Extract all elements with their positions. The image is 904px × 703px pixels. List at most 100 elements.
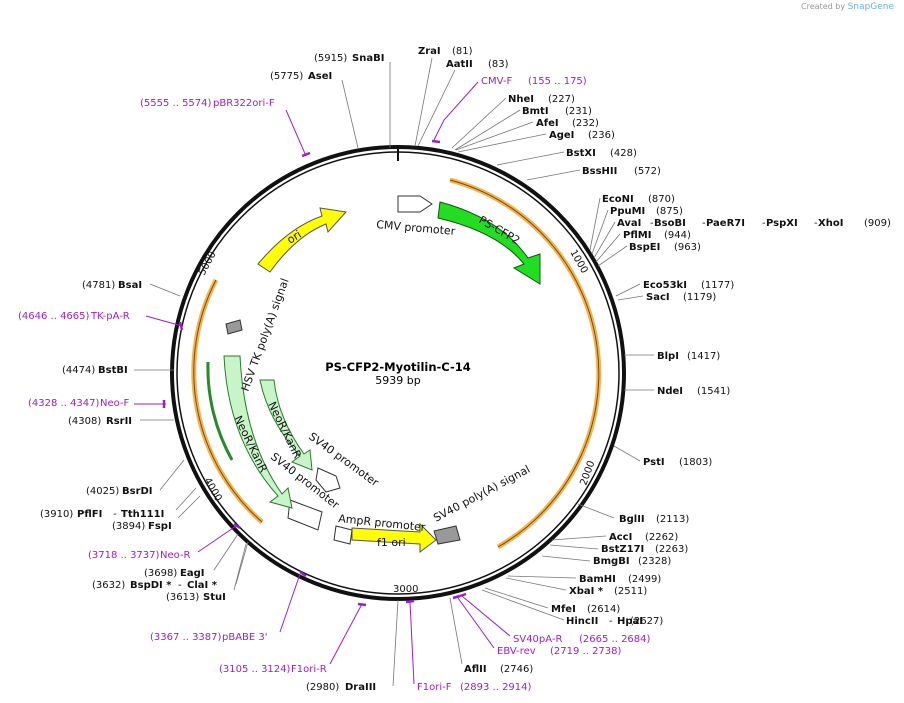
site-mfei[interactable]: MfeI: [551, 604, 576, 615]
site-asei[interactable]: AseI: [308, 71, 332, 82]
site-avai[interactable]: AvaI: [617, 218, 641, 229]
site-bstz17i[interactable]: BstZ17I: [601, 544, 644, 555]
primer-cmv-f-range: (155 .. 175): [528, 76, 587, 87]
sep-3: -: [762, 218, 766, 229]
snapgene-logo: SnapGene: [847, 2, 894, 12]
primer-pbr322ori-f[interactable]: pBR322ori-F: [213, 98, 275, 109]
site-tth111i[interactable]: Tth111I: [121, 509, 164, 520]
site-bspdi[interactable]: BspDI *: [130, 580, 172, 591]
primer-sv40pa-r[interactable]: SV40pA-R: [513, 634, 562, 645]
site-clai[interactable]: ClaI *: [187, 580, 218, 591]
primer-cmv-f[interactable]: CMV-F: [481, 76, 512, 87]
site-bmgbi-pos: (2328): [638, 556, 671, 567]
site-snabi[interactable]: SnaBI: [352, 53, 384, 64]
site-eagi-pos: (3698): [144, 568, 177, 579]
site-nhei[interactable]: NheI: [508, 94, 534, 105]
cmv-promoter-label: CMV promoter: [376, 218, 457, 238]
site-eco53ki-pos: (1177): [701, 280, 734, 291]
site-bstxi[interactable]: BstXI: [566, 148, 596, 159]
tick-3000: 3000: [393, 584, 418, 595]
site-ndei[interactable]: NdeI: [657, 386, 683, 397]
primer-neo-f-range: (4328 .. 4347): [28, 398, 100, 409]
site-agei-pos: (236): [588, 130, 615, 141]
primer-ticks: [162, 139, 467, 607]
site-psti[interactable]: PstI: [643, 457, 665, 468]
sep-6: -: [178, 580, 182, 591]
site-draiii[interactable]: DraIII: [345, 682, 376, 693]
site-afei[interactable]: AfeI: [536, 118, 559, 129]
site-fspi[interactable]: FspI: [148, 521, 172, 532]
site-bsrdi[interactable]: BsrDI: [122, 486, 153, 497]
site-bstz17i-pos: (2263): [655, 544, 688, 555]
neor-arrow-1: [259, 379, 313, 471]
site-snabi-pos: (5915): [314, 53, 347, 64]
site-bmti[interactable]: BmtI: [522, 106, 549, 117]
sep-7: -: [113, 509, 117, 520]
site-rsrii-pos: (4308): [68, 416, 101, 427]
site-pflfi[interactable]: PflFI: [77, 509, 102, 520]
site-hpai[interactable]: HpaI: [617, 616, 643, 627]
site-hpai-pos: (2627): [630, 616, 663, 627]
primer-f1ori-f[interactable]: F1ori-F: [417, 682, 452, 693]
orf-arc-left-core: [193, 279, 263, 523]
site-stui-pos: (3613): [166, 592, 199, 603]
site-aflii[interactable]: AflII: [464, 664, 487, 675]
site-ndei-pos: (1541): [697, 386, 730, 397]
site-bamhi[interactable]: BamHI: [579, 574, 616, 585]
site-zrai-pos: (81): [452, 46, 473, 57]
site-acci[interactable]: AccI: [609, 532, 632, 543]
site-bsai[interactable]: BsaI: [118, 280, 142, 291]
site-pflmi[interactable]: PflMI: [623, 230, 651, 241]
site-afei-pos: (232): [572, 118, 599, 129]
primer-ebv-rev-range: (2719 .. 2738): [550, 646, 622, 657]
site-paer7i[interactable]: PaeR7I: [706, 218, 745, 229]
site-rsrii[interactable]: RsrII: [106, 416, 132, 427]
site-xbai[interactable]: XbaI *: [569, 586, 604, 597]
site-bspei[interactable]: BspEI: [629, 242, 660, 253]
site-hincii[interactable]: HincII: [566, 616, 598, 627]
neor-label-1: NeoR/KanR: [265, 400, 304, 461]
site-ppumi[interactable]: PpuMI: [610, 206, 645, 217]
primer-tk-pa-r[interactable]: TK-pA-R: [90, 311, 130, 322]
snapgene-credit: Created by SnapGene: [801, 2, 894, 12]
primer-neo-r[interactable]: Neo-R: [160, 550, 191, 561]
site-zrai[interactable]: ZraI: [418, 46, 441, 57]
site-xbai-pos: (2511): [614, 586, 647, 597]
primer-pbabe3-range: (3367 .. 3387): [150, 632, 222, 643]
site-pspxi[interactable]: PspXI: [766, 218, 798, 229]
sep-4: -: [814, 218, 818, 229]
primer-pbr322ori-f-range: (5555 .. 5574): [140, 98, 212, 109]
site-xhoi[interactable]: XhoI: [818, 218, 843, 229]
site-bmgbi[interactable]: BmgBI: [593, 556, 630, 567]
site-bsobi[interactable]: BsoBI: [654, 218, 686, 229]
site-eco53ki[interactable]: Eco53kI: [643, 280, 687, 291]
primer-ebv-rev[interactable]: EBV-rev: [497, 646, 536, 657]
primer-pbabe3[interactable]: pBABE 3': [222, 632, 268, 643]
site-bstbi-pos: (4474): [62, 365, 95, 376]
site-blpi[interactable]: BlpI: [657, 351, 679, 362]
sv40-polya-box: [433, 525, 461, 545]
site-bmti-pos: (231): [565, 106, 592, 117]
sep-2: -: [702, 218, 706, 229]
hsv-tk-label: HSV TK poly(A) signal: [239, 277, 292, 393]
ampr-promoter-arrow: [333, 525, 353, 545]
primer-neo-f[interactable]: Neo-F: [100, 398, 130, 409]
site-saci[interactable]: SacI: [646, 292, 670, 303]
site-agei[interactable]: AgeI: [549, 130, 574, 141]
site-ppumi-pos: (875): [656, 206, 683, 217]
site-bstbi[interactable]: BstBI: [98, 365, 128, 376]
site-bsshii[interactable]: BssHII: [582, 166, 617, 177]
site-asei-pos: (5775): [270, 71, 303, 82]
site-stui[interactable]: StuI: [203, 592, 226, 603]
site-bamhi-pos: (2499): [628, 574, 661, 585]
site-econi[interactable]: EcoNI: [602, 194, 634, 205]
site-xhoi-pos: (909): [864, 218, 891, 229]
site-nhei-pos: (227): [548, 94, 575, 105]
primer-f1ori-r[interactable]: F1ori-R: [291, 664, 327, 675]
site-leader-lines: [134, 57, 654, 687]
site-bglii[interactable]: BglII: [619, 514, 645, 525]
site-pflfi-pos: (3910): [40, 509, 73, 520]
site-eagi[interactable]: EagI: [180, 568, 204, 579]
orf-arc-main-core: [449, 179, 600, 548]
site-aatii[interactable]: AatII: [446, 59, 473, 70]
